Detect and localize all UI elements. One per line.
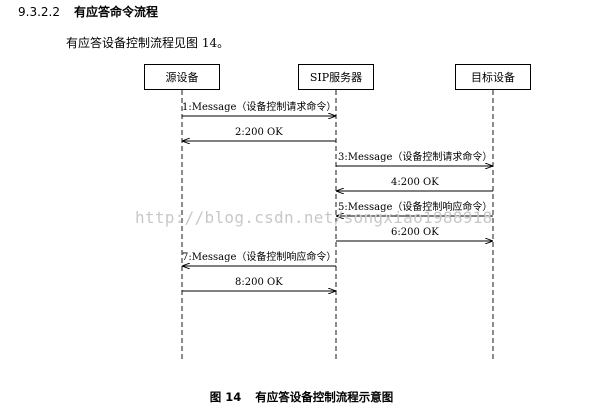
section-number: 9.3.2.2 bbox=[18, 5, 60, 19]
figure-title: 有应答设备控制流程示意图 bbox=[255, 390, 394, 404]
watermark-text: http://blog.csdn.net/songxiao1988918 bbox=[135, 208, 493, 227]
section-title: 有应答命令流程 bbox=[73, 5, 158, 19]
intro-paragraph: 有应答设备控制流程见图 14。 bbox=[66, 36, 230, 50]
message-label-5: 5:Message（设备控制响应命令） bbox=[338, 202, 493, 213]
message-label-7: 7:Message（设备控制响应命令） bbox=[182, 252, 337, 263]
message-label-1: 1:Message（设备控制请求命令） bbox=[182, 102, 337, 113]
section-heading: 9.3.2.2 有应答命令流程 bbox=[18, 3, 158, 20]
figure-number: 图 14 bbox=[209, 390, 242, 404]
actor-box-dst: 目标设备 bbox=[455, 64, 531, 90]
message-label-3: 3:Message（设备控制请求命令） bbox=[338, 152, 493, 163]
actor-box-sip: SIP服务器 bbox=[298, 64, 374, 90]
message-label-2: 2:200 OK bbox=[235, 127, 283, 138]
message-label-6: 6:200 OK bbox=[391, 227, 439, 238]
message-label-4: 4:200 OK bbox=[391, 177, 439, 188]
message-label-8: 8:200 OK bbox=[235, 277, 283, 288]
figure-caption: 图 14 有应答设备控制流程示意图 bbox=[0, 389, 603, 405]
actor-box-src: 源设备 bbox=[144, 64, 220, 90]
